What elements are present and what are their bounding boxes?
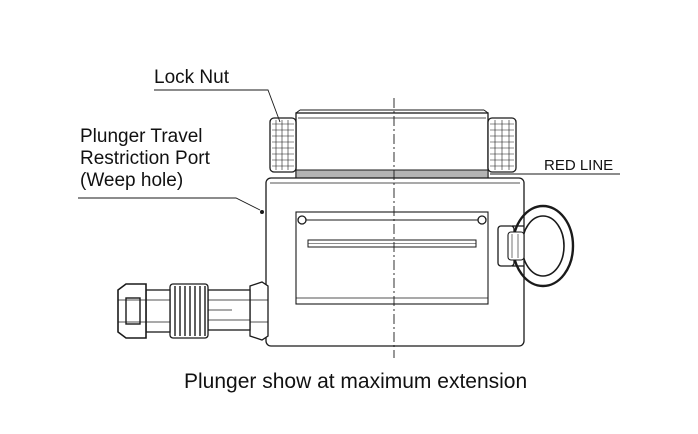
diagram-caption: Plunger show at maximum extension [184, 370, 528, 393]
weep-hole-leader [78, 197, 261, 211]
lock-nut-left [269, 117, 297, 173]
lock-nut-right [487, 117, 517, 173]
hex-fitting [249, 281, 269, 341]
cylinder-body [260, 177, 525, 347]
red-line-label: RED LINE [544, 157, 614, 174]
plunger [295, 109, 489, 179]
quick-coupler [117, 283, 251, 339]
lock-nut-leader [154, 89, 281, 123]
weep-hole-label-line-1: Plunger Travel [80, 126, 203, 147]
lock-nut-label: Lock Nut [154, 67, 229, 88]
lifting-eye [497, 204, 575, 288]
weep-hole-label: Plunger Travel Restriction Port (Weep ho… [80, 126, 210, 192]
weep-hole-label-line-2: Restriction Port [80, 148, 210, 169]
weep-hole-label-line-3: (Weep hole) [80, 170, 184, 191]
